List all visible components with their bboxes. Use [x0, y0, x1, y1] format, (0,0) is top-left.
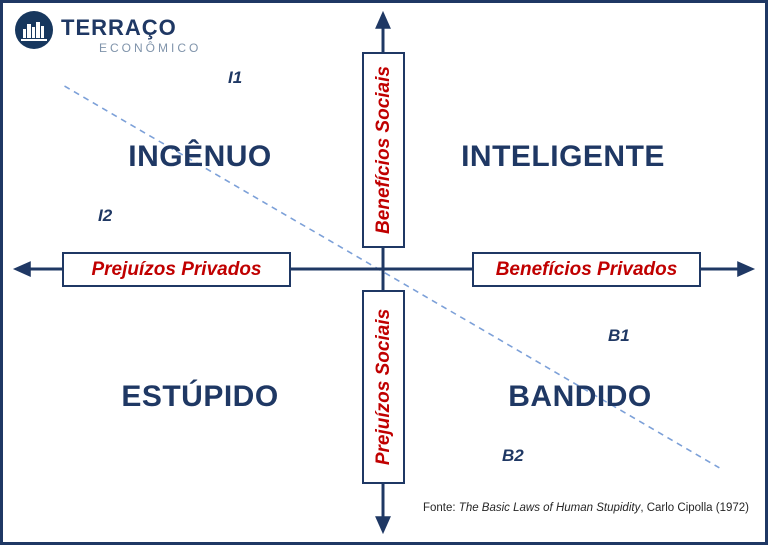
marker-i1: I1 — [228, 68, 243, 87]
axis-label-prejuizos-sociais: Prejuízos Sociais — [372, 308, 394, 466]
logo-subtitle: ECONÔMICO — [99, 41, 202, 55]
axis-label-box-beneficios-sociais: Benefícios Sociais — [362, 52, 405, 248]
source-note-suffix: , Carlo Cipolla (1972) — [640, 502, 749, 514]
arrow-right-icon — [737, 261, 756, 277]
source-note: Fonte: The Basic Laws of Human Stupidity… — [423, 502, 749, 514]
logo-title: TERRAÇO — [61, 15, 177, 40]
source-note-prefix: Fonte: — [422, 502, 459, 514]
axis-label-beneficios-privados: Benefícios Privados — [495, 258, 678, 280]
axis-label-prejuizos-privados: Prejuízos Privados — [91, 258, 262, 280]
quadrant-label-inteligente: INTELIGENTE — [461, 140, 665, 173]
source-note-title: The Basic Laws of Human Stupidity — [458, 502, 641, 514]
marker-b2: B2 — [502, 446, 524, 465]
marker-i2: I2 — [98, 206, 113, 225]
axis-label-box-beneficios-privados: Benefícios Privados — [472, 252, 701, 287]
terraco-economico-logo-icon — [15, 11, 53, 49]
arrow-down-icon — [375, 516, 391, 535]
axis-label-beneficios-sociais: Benefícios Sociais — [372, 66, 394, 234]
quadrant-label-bandido: BANDIDO — [508, 380, 652, 413]
quadrant-label-ingenuo: INGÊNUO — [128, 140, 272, 173]
axis-label-box-prejuizos-sociais: Prejuízos Sociais — [362, 290, 405, 484]
arrow-left-icon — [12, 261, 31, 277]
arrow-up-icon — [375, 10, 391, 29]
marker-b1: B1 — [608, 326, 630, 345]
logo: TERRAÇO ECONÔMICO — [14, 10, 244, 62]
axis-label-box-prejuizos-privados: Prejuízos Privados — [62, 252, 291, 287]
quadrant-label-estupido: ESTÚPIDO — [121, 380, 279, 413]
